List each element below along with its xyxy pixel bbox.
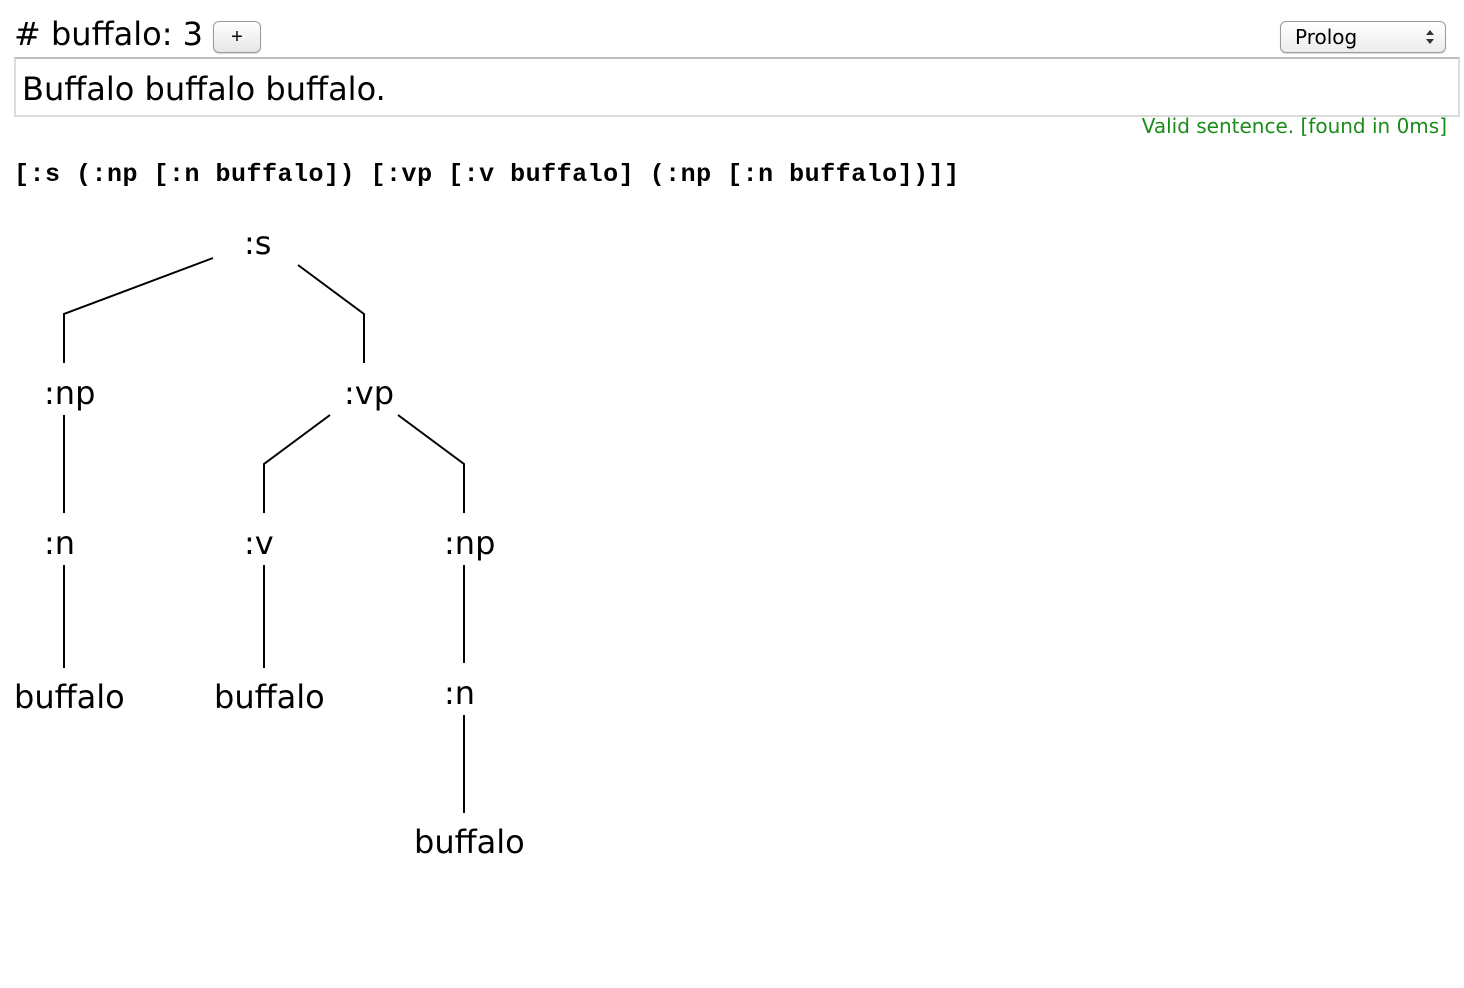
tree-node-vp: :vp [344, 374, 394, 412]
edge-vp-np [397, 414, 465, 513]
select-arrows-icon [1426, 30, 1434, 44]
tree-node-s: :s [244, 224, 271, 262]
header: # buffalo: 3 + [14, 14, 262, 54]
tree-node-np: :np [44, 374, 95, 412]
sentence-input[interactable]: Buffalo buffalo buffalo. [14, 57, 1460, 117]
edge-s-np [63, 257, 214, 363]
tree-node-n: :n [44, 524, 75, 562]
mode-select[interactable]: Prolog [1280, 21, 1446, 53]
count-title: # buffalo: 3 [14, 15, 204, 53]
tree-leaf-buffalo: buffalo [14, 678, 125, 716]
tree-leaf-buffalo: buffalo [414, 823, 525, 861]
edge-s-vp [297, 264, 365, 363]
tree-node-np: :np [444, 524, 495, 562]
add-button[interactable]: + [213, 21, 262, 53]
tree-node-n: :n [444, 674, 475, 712]
edge-vp-v [263, 414, 331, 513]
tree-node-v: :v [244, 524, 274, 562]
status-message: Valid sentence. [found in 0ms] [1141, 114, 1447, 138]
parse-sexp: [:s (:np [:n buffalo]) [:vp [:v buffalo]… [14, 160, 960, 189]
mode-select-value: Prolog [1295, 25, 1358, 49]
tree-leaf-buffalo: buffalo [214, 678, 325, 716]
